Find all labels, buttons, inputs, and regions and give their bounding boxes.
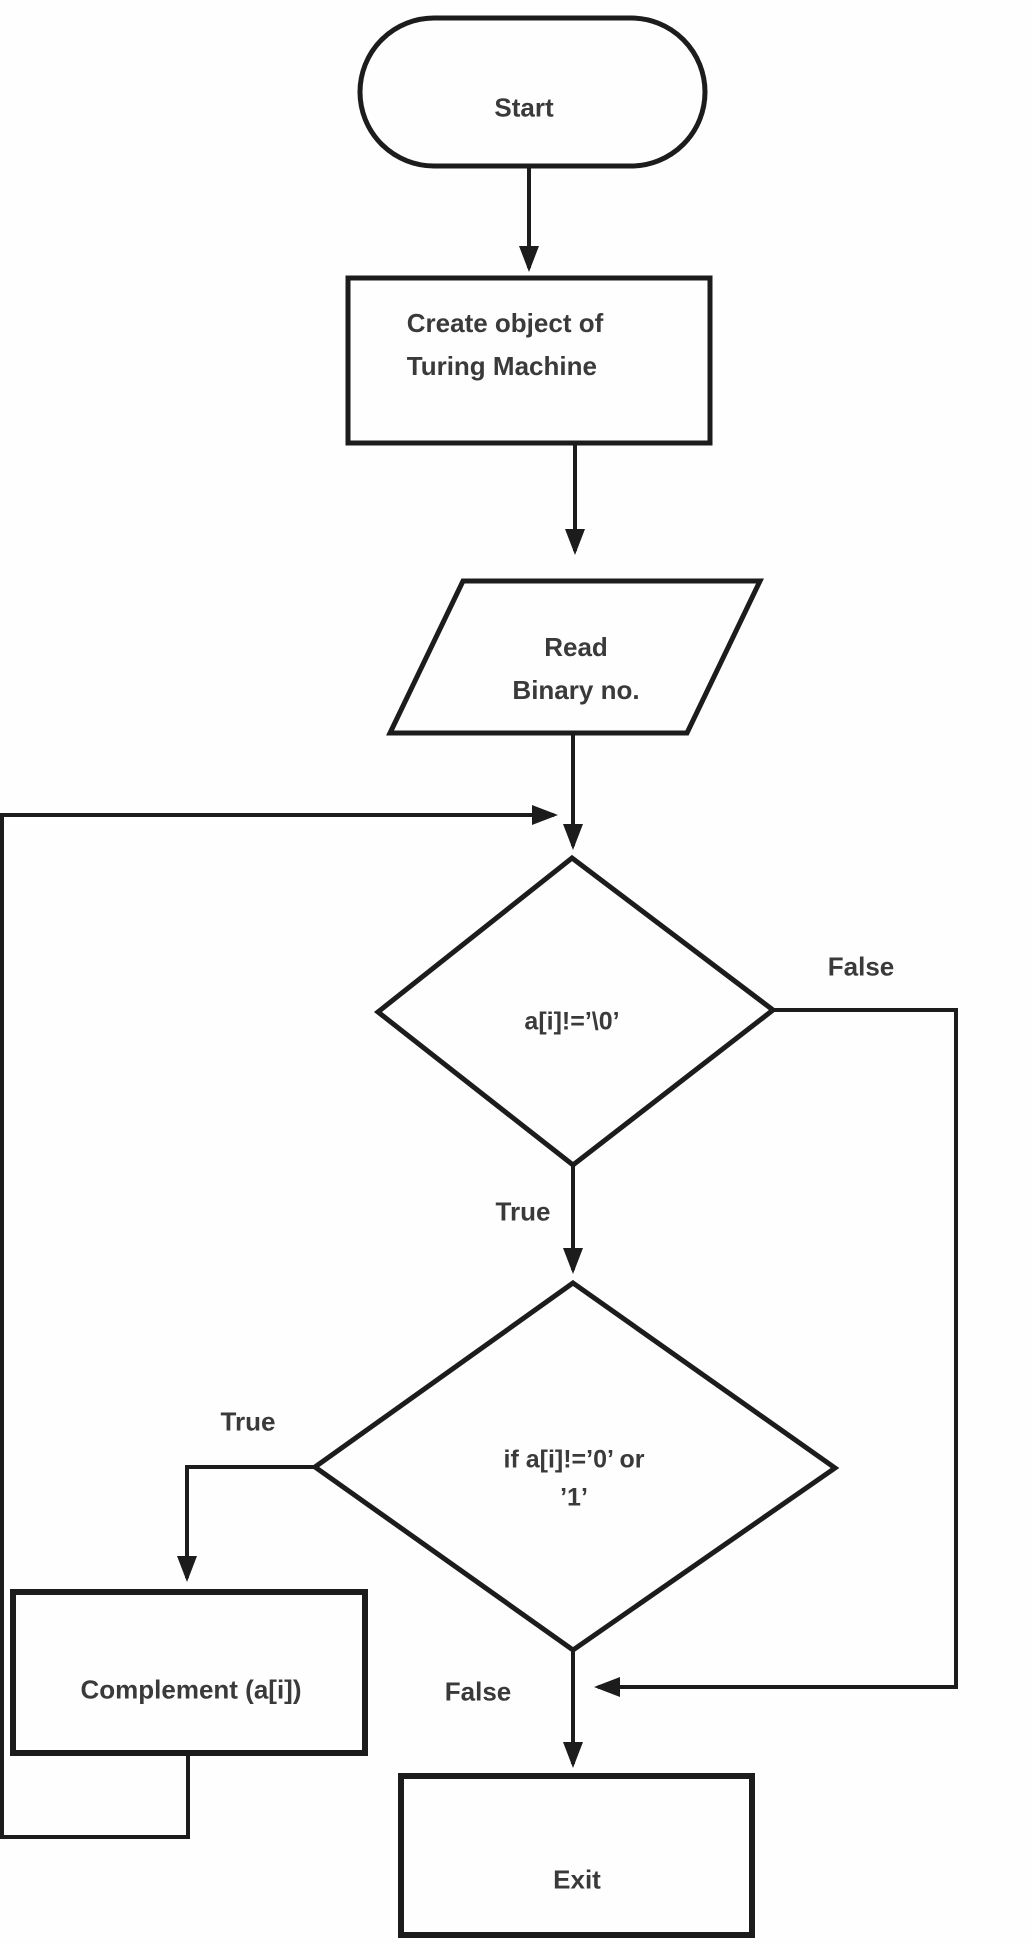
start-terminator-shape bbox=[357, 15, 708, 169]
true-branch-decision2-to-complement bbox=[177, 1465, 315, 1582]
decision1-false-label: False bbox=[827, 951, 895, 982]
decision1-true-label: True bbox=[495, 1196, 551, 1227]
complement-process-shape bbox=[10, 1589, 368, 1756]
loopback-complement-to-decision1 bbox=[0, 805, 558, 1839]
decision2-label: if a[i]!=’0’ or ’1’ bbox=[503, 1445, 645, 1512]
complement-label: Complement (a[i]) bbox=[80, 1674, 302, 1705]
read-label: Read Binary no. bbox=[512, 632, 640, 705]
decision2-true-label: True bbox=[220, 1406, 276, 1437]
create-label: Create object of Turing Machine bbox=[406, 308, 604, 381]
start-label: Start bbox=[494, 92, 554, 123]
read-input-parallelogram-shape bbox=[386, 578, 764, 736]
decision2-diamond-shape bbox=[310, 1279, 840, 1654]
decision2-false-label: False bbox=[444, 1676, 512, 1707]
false-branch-decision1-to-exit-junction bbox=[594, 1008, 958, 1697]
exit-process-shape bbox=[398, 1773, 755, 1938]
create-process-shape bbox=[345, 275, 713, 446]
decision1-diamond-shape bbox=[373, 854, 778, 1169]
decision1-label: a[i]!=’\0’ bbox=[524, 1007, 620, 1036]
exit-label: Exit bbox=[553, 1864, 601, 1895]
